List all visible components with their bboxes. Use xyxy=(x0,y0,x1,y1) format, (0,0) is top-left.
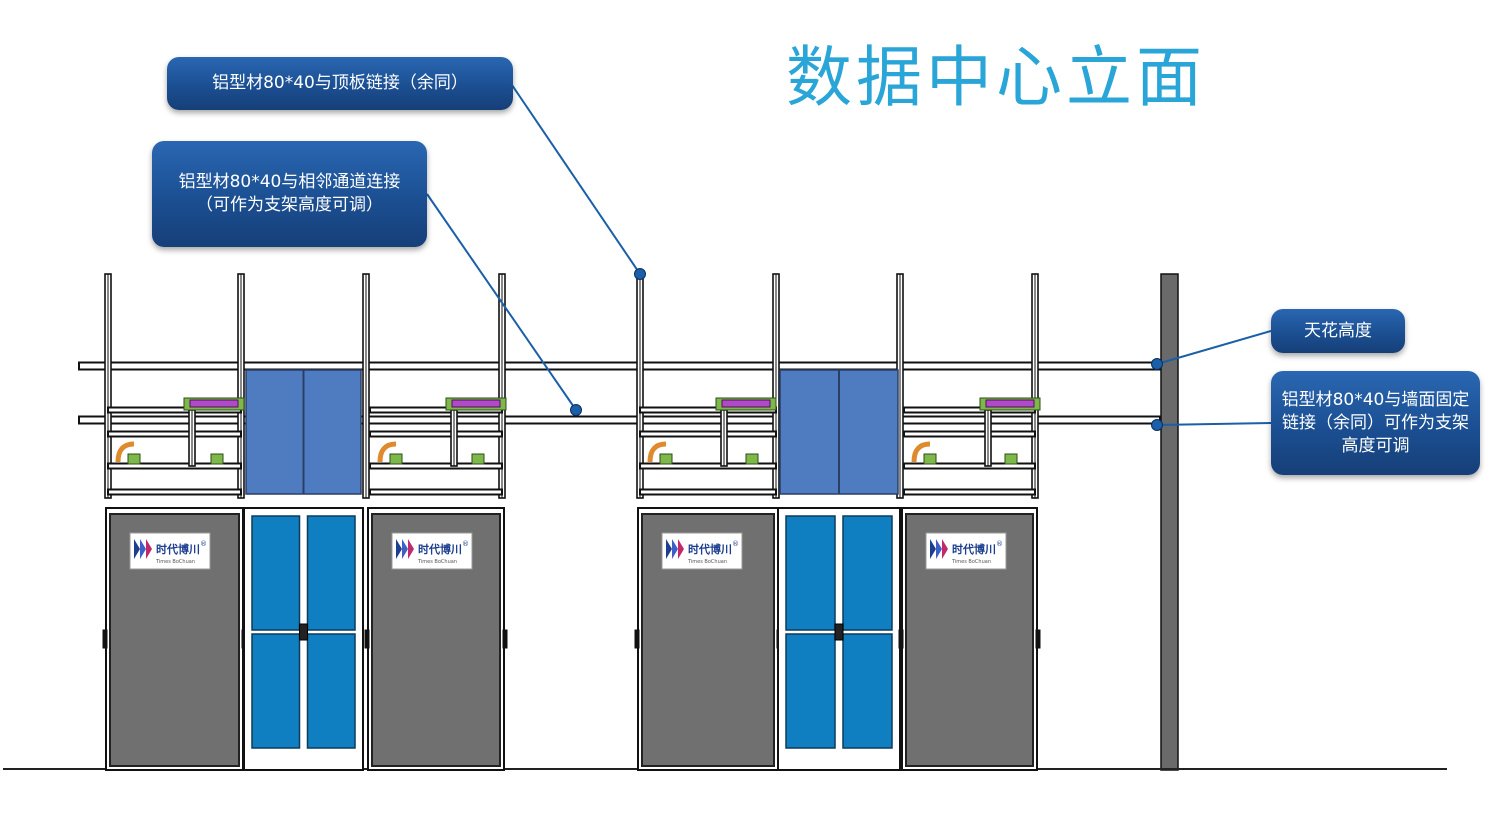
shelf-base-a2 xyxy=(369,488,503,496)
hinge-left-b2 xyxy=(898,629,904,649)
leader-wall-fix-dot xyxy=(1151,419,1163,431)
aisle-door-panel-br-b xyxy=(842,633,893,749)
hinge-left-a2 xyxy=(364,629,370,649)
hinge-right-b2 xyxy=(1035,629,1041,649)
shelf-low-b1 xyxy=(639,462,777,470)
cable-elbow-left-a2 xyxy=(377,441,397,463)
logo-brand-cn-a1: 时代博川 xyxy=(156,542,200,556)
aisle-door-panel-tr-a xyxy=(306,515,356,631)
shelf-mid-b2 xyxy=(903,430,1036,438)
shelf-base-b2 xyxy=(903,488,1036,496)
cable-elbow-left-b1 xyxy=(647,441,667,463)
hinge-right-a2 xyxy=(502,629,508,649)
cable-elbow-left-a1 xyxy=(115,441,135,463)
pdu-socket-a2 xyxy=(451,399,501,408)
logo-mark-icon-b1-1 xyxy=(672,539,678,559)
junction-box-right-a2 xyxy=(471,453,485,465)
junction-box-left-a2 xyxy=(389,453,403,465)
shelf-low-b2 xyxy=(903,462,1036,470)
callout-top-link-text: 铝型材80*40与顶板链接（余同） xyxy=(212,73,468,93)
logo-mark-icon-b2-0 xyxy=(930,539,936,559)
callout-adjacent-aisle: 铝型材80*40与相邻通道连接（可作为支架高度可调） xyxy=(152,141,427,247)
logo-mark-icon-a1-1 xyxy=(140,539,146,559)
leader-adjacent-aisle xyxy=(426,193,577,411)
junction-box-right-b2 xyxy=(1004,453,1018,465)
shelf-mid-a2 xyxy=(369,430,503,438)
logo-brand-en-b1: Times BoChuan xyxy=(687,559,727,565)
leader-wall-fix xyxy=(1156,422,1272,426)
shelf-mid-b1 xyxy=(639,430,777,438)
hinge-left-b1 xyxy=(634,629,640,649)
logo-mark-icon-b2-1 xyxy=(936,539,942,559)
logo-brand-en-b2: Times BoChuan xyxy=(951,559,991,565)
shelf-low-a2 xyxy=(369,462,503,470)
logo-brand-cn-b2: 时代博川 xyxy=(952,542,996,556)
wall-column xyxy=(1160,273,1179,771)
logo-mark-icon-a1-2 xyxy=(146,539,152,559)
junction-box-right-a1 xyxy=(210,453,224,465)
pdu-socket-b1 xyxy=(721,399,771,408)
aisle-door-panel-tl-b xyxy=(785,515,836,631)
leader-lines xyxy=(426,84,1272,431)
logo-mark-icon-b2-2 xyxy=(942,539,948,559)
door-handle-b xyxy=(834,623,844,641)
callout-ceiling-height-text: 天花高度 xyxy=(1304,320,1372,341)
logo-mark-icon-a2-1 xyxy=(402,539,408,559)
logo-registered-a2: ® xyxy=(462,540,469,548)
aisle-door-panel-tl-a xyxy=(251,515,301,631)
junction-box-right-b1 xyxy=(745,453,759,465)
aisle-door-panel-bl-b xyxy=(785,633,836,749)
callout-top-link: 铝型材80*40与顶板链接（余同） xyxy=(167,57,513,110)
callout-ceiling-height: 天花高度 xyxy=(1271,309,1405,353)
shelf-mid-a1 xyxy=(107,430,242,438)
leader-ceiling-height xyxy=(1156,330,1272,365)
logo-brand-en-a2: Times BoChuan xyxy=(417,559,457,565)
pdu-socket-a1 xyxy=(189,399,239,408)
logo-registered-b2: ® xyxy=(996,540,1003,548)
aisle-door-panel-br-a xyxy=(306,633,356,749)
shelf-base-a1 xyxy=(107,488,242,496)
junction-box-left-b1 xyxy=(659,453,673,465)
pdu-socket-b2 xyxy=(985,399,1035,408)
aisle-door-panel-tr-b xyxy=(842,515,893,631)
logo-brand-en-a1: Times BoChuan xyxy=(155,559,195,565)
callout-wall-fix-text: 铝型材80*40与墙面固定链接（余同）可作为支架高度可调 xyxy=(1281,389,1470,456)
page-title: 数据中心立面 xyxy=(786,39,1206,116)
logo-brand-cn-a2: 时代博川 xyxy=(418,542,462,556)
shelf-low-a1 xyxy=(107,462,242,470)
shelf-base-b1 xyxy=(639,488,777,496)
cable-elbow-left-b2 xyxy=(911,441,931,463)
logo-registered-a1: ® xyxy=(200,540,207,548)
logo-brand-cn-b1: 时代博川 xyxy=(688,542,732,556)
aisle-door-panel-bl-a xyxy=(251,633,301,749)
door-handle-a xyxy=(299,623,308,641)
logo-registered-b1: ® xyxy=(732,540,739,548)
logo-mark-icon-b1-0 xyxy=(666,539,672,559)
logo-mark-icon-a1-0 xyxy=(134,539,140,559)
callout-adjacent-aisle-text: 铝型材80*40与相邻通道连接（可作为支架高度可调） xyxy=(178,172,401,215)
logo-mark-icon-a2-0 xyxy=(396,539,402,559)
hinge-left-a1 xyxy=(102,629,108,649)
leader-top-link xyxy=(511,84,641,275)
junction-box-left-b2 xyxy=(923,453,937,465)
junction-box-left-a1 xyxy=(127,453,141,465)
leader-top-link-dot xyxy=(634,268,646,280)
logo-mark-icon-b1-2 xyxy=(678,539,684,559)
leader-adjacent-aisle-dot xyxy=(570,404,582,416)
callout-wall-fix: 铝型材80*40与墙面固定链接（余同）可作为支架高度可调 xyxy=(1271,371,1480,475)
logo-mark-icon-a2-2 xyxy=(408,539,414,559)
leader-ceiling-height-dot xyxy=(1151,358,1163,370)
